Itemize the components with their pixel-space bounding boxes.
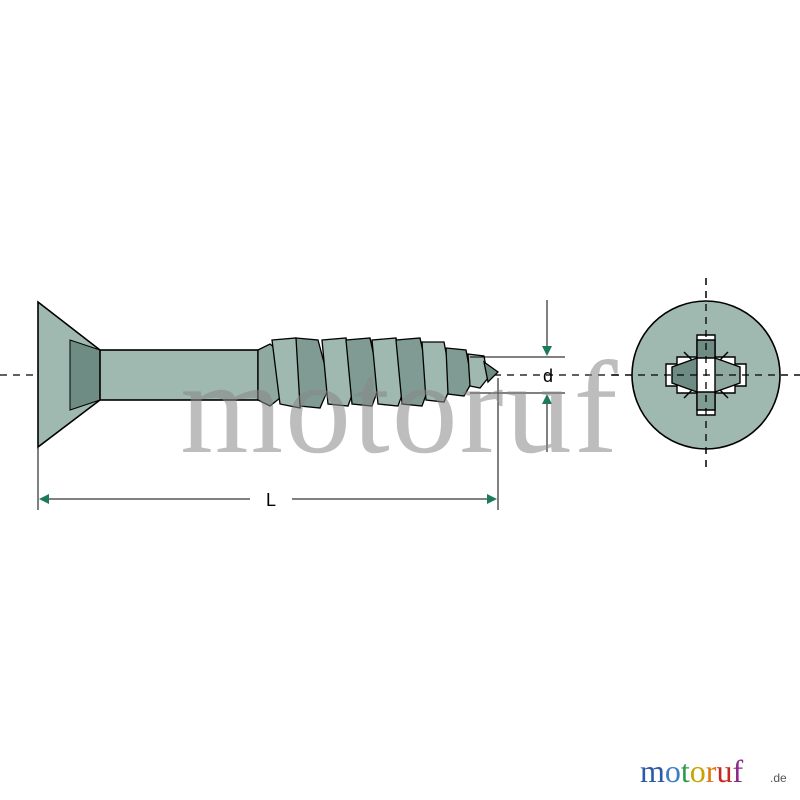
diameter-label: d <box>543 366 553 386</box>
screw-thread <box>257 337 500 409</box>
logo-letter: f <box>732 753 743 789</box>
svg-text:.de: .de <box>770 771 787 785</box>
watermark-text: motoruf <box>180 334 619 481</box>
logo-letter: o <box>665 753 681 789</box>
logo-letter: r <box>706 753 717 789</box>
screw-shank <box>99 349 259 401</box>
logo-letter: u <box>716 753 732 789</box>
screw-head-cone-shade <box>69 339 101 411</box>
logo-letter: t <box>681 753 690 789</box>
logo-letter: o <box>690 753 706 789</box>
svg-text:motoruf: motoruf <box>640 753 743 789</box>
length-label: L <box>266 490 276 510</box>
logo-letter: m <box>640 753 665 789</box>
motoruf-logo: motoruf .de <box>640 753 787 789</box>
